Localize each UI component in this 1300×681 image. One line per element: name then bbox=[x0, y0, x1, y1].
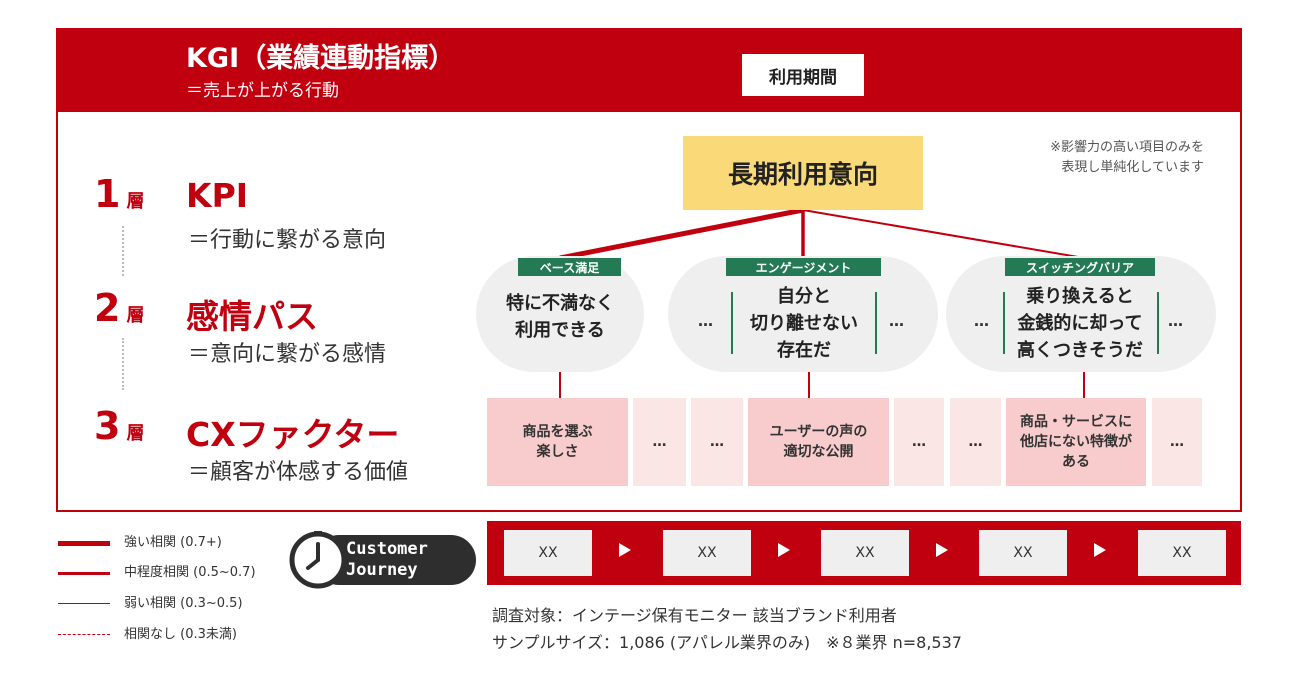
factor-cell: 商品・サービスに他店にない特徴がある bbox=[1006, 398, 1146, 486]
emotion-tag: ベース満足 bbox=[518, 258, 621, 276]
kgi-subtitle: ＝売上が上がる行動 bbox=[186, 81, 339, 101]
arrow-right-icon bbox=[936, 543, 948, 557]
sample-size-note: サンプルサイズ：1,086 (アパレル業界のみ) ※８業界 n=8,537 bbox=[492, 633, 962, 652]
factor-cell: 商品を選ぶ楽しさ bbox=[487, 398, 628, 486]
layer-divider bbox=[122, 226, 124, 276]
customer-journey-badge: Customer Journey bbox=[288, 530, 476, 590]
layer-3-name: CXファクター bbox=[186, 415, 400, 454]
journey-step: XX bbox=[1138, 530, 1226, 576]
green-bracket bbox=[875, 292, 877, 354]
simplification-note: ※影響力の高い項目のみを 表現し単純化しています bbox=[1050, 138, 1204, 178]
legend-none: 相関なし (0.3未満) bbox=[58, 625, 278, 645]
ellipsis-text: … bbox=[889, 312, 904, 330]
factor-cell: ユーザーの声の適切な公開 bbox=[748, 398, 889, 486]
survey-target-note: 調査対象：インテージ保有モニター 該当ブランド利用者 bbox=[492, 606, 897, 625]
legend-line bbox=[58, 572, 110, 575]
note-line: ※影響力の高い項目のみを bbox=[1050, 140, 1204, 155]
emotion-tag: エンゲージメント bbox=[726, 258, 881, 276]
layer-1-description: ＝行動に繋がる意向 bbox=[188, 228, 387, 253]
legend-line bbox=[58, 603, 110, 604]
factor-ellipsis-cell: … bbox=[894, 398, 944, 486]
layer-2-name: 感情パス bbox=[186, 297, 318, 336]
journey-step: XX bbox=[821, 530, 909, 576]
legend-label: 中程度相関 (0.5~0.7) bbox=[124, 565, 256, 580]
period-label: 利用期間 bbox=[742, 54, 864, 96]
factor-ellipsis-cell: … bbox=[950, 398, 1001, 486]
legend-weak: 弱い相関 (0.3~0.5) bbox=[58, 594, 278, 614]
strong-correlation-line bbox=[559, 207, 804, 261]
ellipsis-text: … bbox=[974, 312, 989, 330]
legend-line bbox=[58, 541, 110, 546]
layer-1-name: KPI bbox=[186, 176, 249, 215]
legend-label: 強い相関 (0.7+) bbox=[124, 535, 222, 550]
green-bracket bbox=[1003, 292, 1005, 354]
arrow-right-icon bbox=[778, 543, 790, 557]
factor-ellipsis-cell: … bbox=[691, 398, 743, 486]
ellipsis-text: … bbox=[698, 312, 713, 330]
ellipsis-text: … bbox=[1168, 312, 1183, 330]
arrow-right-icon bbox=[619, 543, 631, 557]
layer-divider bbox=[122, 338, 124, 390]
layer-3-description: ＝顧客が体感する価値 bbox=[188, 460, 409, 485]
kgi-header bbox=[56, 28, 1242, 112]
journey-step: XX bbox=[504, 530, 592, 576]
note-line: 表現し単純化しています bbox=[1061, 160, 1204, 175]
emotion-text: 自分と 切り離せない 存在だ bbox=[750, 285, 858, 361]
green-bracket bbox=[1157, 292, 1159, 354]
legend-medium: 中程度相関 (0.5~0.7) bbox=[58, 563, 278, 583]
emotion-tag: スイッチングバリア bbox=[1005, 258, 1155, 276]
layer-2-description: ＝意向に繋がる感情 bbox=[188, 342, 387, 367]
weak-correlation-line bbox=[802, 209, 1085, 259]
legend-strong: 強い相関 (0.7+) bbox=[58, 533, 278, 553]
arrow-right-icon bbox=[1094, 543, 1106, 557]
clock-icon bbox=[289, 531, 347, 589]
badge-text: Customer Journey bbox=[346, 539, 428, 580]
green-bracket bbox=[731, 292, 733, 354]
factor-ellipsis-cell: … bbox=[1152, 398, 1202, 486]
emotion-text: 特に不満なく 利用できる bbox=[506, 293, 614, 341]
journey-step: XX bbox=[663, 530, 751, 576]
legend-label: 弱い相関 (0.3~0.5) bbox=[124, 596, 243, 611]
legend-label: 相関なし (0.3未満) bbox=[124, 627, 237, 642]
legend-line bbox=[58, 634, 110, 635]
kgi-title: KGI（業績連動指標） bbox=[186, 43, 456, 74]
factor-ellipsis-cell: … bbox=[633, 398, 686, 486]
journey-step: XX bbox=[979, 530, 1067, 576]
emotion-text: 乗り換えると 金銭的に却って 高くつきそうだ bbox=[1017, 285, 1143, 361]
kpi-box: 長期利用意向 bbox=[683, 136, 923, 210]
